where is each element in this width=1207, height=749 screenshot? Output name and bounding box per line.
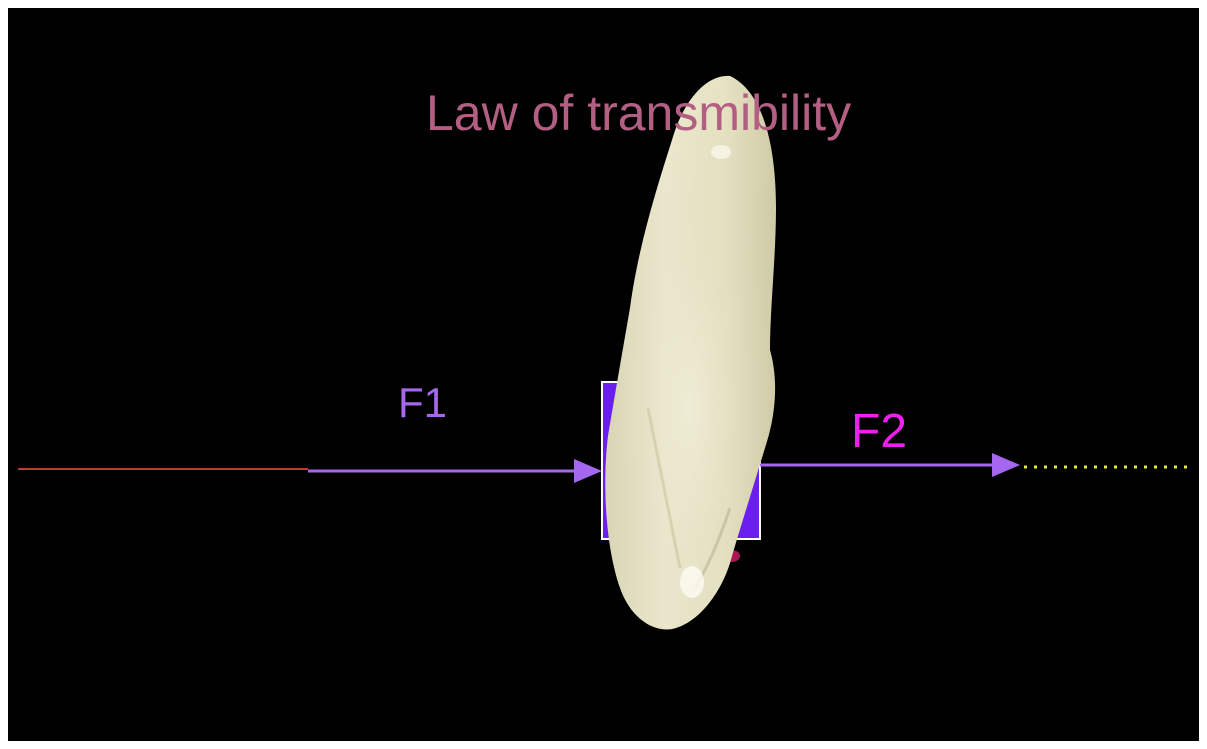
force-1-arrowhead <box>574 459 602 483</box>
force-1-label: F1 <box>398 382 447 424</box>
slide-canvas: Law of transmibility F1 F2 <box>8 8 1199 741</box>
diagram-title: Law of transmibility <box>426 88 851 138</box>
force-2-arrowhead <box>992 453 1020 477</box>
force-2-label: F2 <box>851 408 907 456</box>
tooth-image <box>605 76 776 630</box>
